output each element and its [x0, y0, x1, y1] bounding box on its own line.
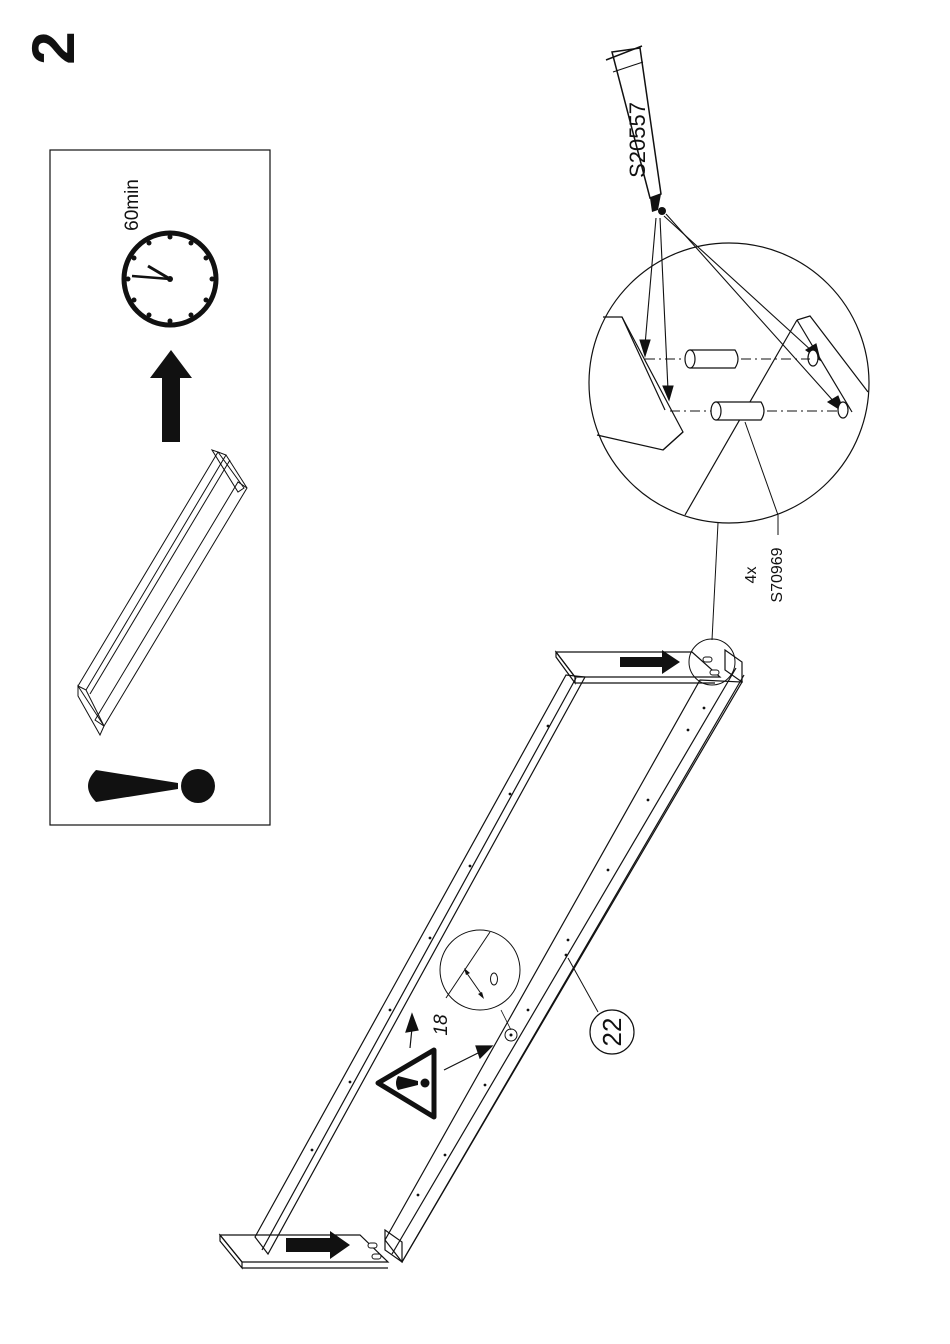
clock-icon	[124, 233, 216, 325]
dimension-label: 18	[431, 1014, 452, 1036]
bed-frame-assembly	[220, 650, 744, 1268]
important-exclamation-icon	[88, 769, 215, 803]
arrow-up-icon	[150, 350, 192, 442]
dowel-pin	[685, 350, 764, 420]
glue-tube: S20557	[606, 46, 666, 215]
arrow-right-icon	[286, 650, 680, 1259]
assembled-frame-thumbnail	[78, 450, 247, 735]
wait-time-label: 60min	[122, 179, 143, 231]
glue-code-label: S20557	[625, 102, 650, 178]
dowel-code-label: S70969	[769, 547, 786, 602]
step-number: 2	[20, 31, 87, 64]
panel-number-label: 22	[597, 1018, 627, 1047]
dowel-detail-circle	[589, 243, 869, 535]
dowel-quantity-label: 4x	[743, 567, 760, 584]
panel-number-badge: 22	[568, 958, 634, 1054]
warning-triangle-icon	[378, 1050, 434, 1117]
info-box: 60min	[50, 150, 270, 825]
